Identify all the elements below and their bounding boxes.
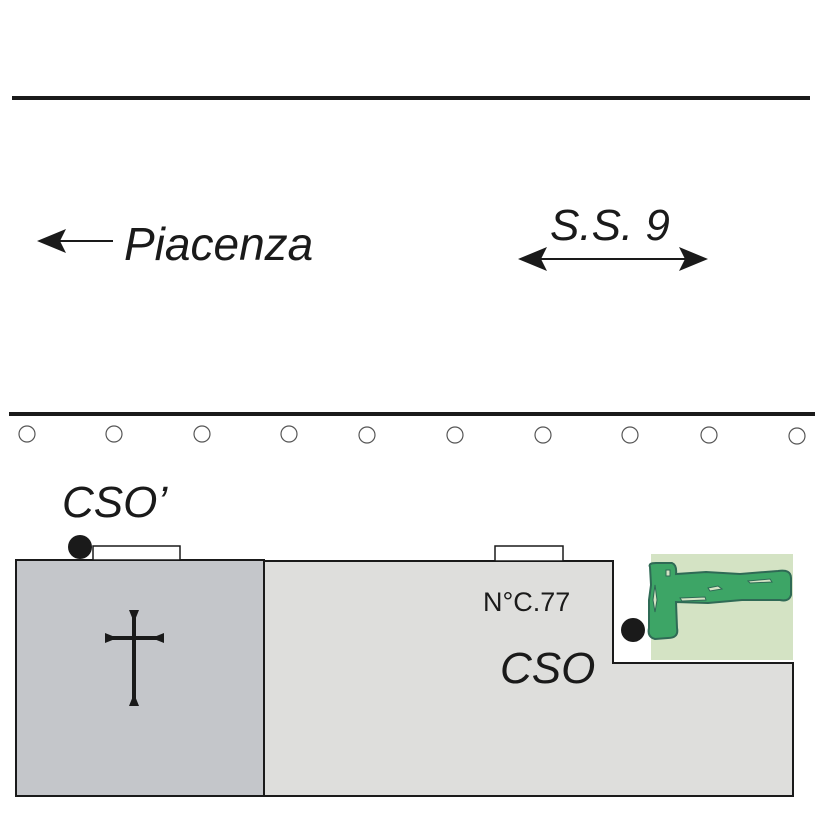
green-structure (647, 562, 792, 641)
bollard-icon (18, 425, 36, 443)
left-arrow-icon (37, 229, 113, 253)
bollard-icon (280, 425, 298, 443)
cso-marker (621, 618, 645, 642)
cso-prime-marker (68, 535, 92, 559)
entrance-gate-left (92, 545, 181, 561)
main-building (263, 560, 794, 797)
direction-label-piacenza: Piacenza (124, 218, 313, 270)
entrance-gate-right (494, 545, 564, 562)
bollard-icon (700, 426, 718, 444)
double-arrow-icon (518, 247, 708, 271)
road-name-label: S.S. 9 (550, 201, 670, 250)
bollard-icon (446, 426, 464, 444)
chapel-building (15, 559, 265, 797)
cross-icon (105, 610, 164, 706)
bollard-icon (358, 426, 376, 444)
bollard-row (18, 425, 806, 445)
cso-label: CSO (500, 644, 595, 693)
bollard-icon (193, 425, 211, 443)
bollard-icon (788, 427, 806, 445)
address-label: N°C.77 (483, 587, 570, 617)
bollard-icon (534, 426, 552, 444)
bollard-icon (621, 426, 639, 444)
bollard-icon (105, 425, 123, 443)
cso-prime-label: CSO’ (62, 478, 168, 527)
